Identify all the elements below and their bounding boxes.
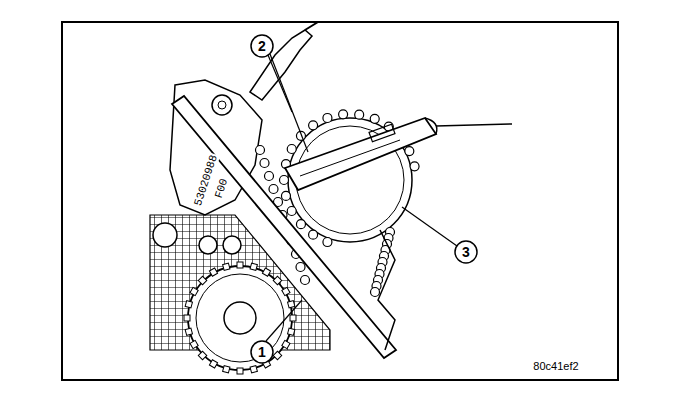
gear-tooth bbox=[282, 340, 290, 348]
chain-link bbox=[256, 146, 265, 155]
chain-link bbox=[405, 147, 414, 156]
gear-tooth bbox=[190, 340, 198, 348]
chain-link bbox=[287, 206, 296, 215]
chain-guide bbox=[172, 96, 396, 358]
gear-tooth bbox=[185, 328, 192, 335]
leader-line bbox=[266, 300, 302, 341]
gear-tooth bbox=[273, 276, 281, 284]
chain-link bbox=[281, 191, 290, 200]
chain-link bbox=[301, 276, 310, 285]
gear-tooth bbox=[209, 360, 217, 368]
gear-tooth bbox=[250, 366, 257, 373]
frame bbox=[62, 22, 618, 380]
wedge-tool bbox=[285, 118, 436, 190]
callout-circle bbox=[455, 241, 477, 263]
gear-tooth bbox=[223, 263, 230, 270]
gear-tooth bbox=[198, 276, 206, 284]
chain-link bbox=[371, 288, 380, 297]
callout-number: 3 bbox=[462, 245, 470, 259]
chain-link bbox=[339, 110, 348, 119]
callout-number: 1 bbox=[258, 345, 266, 359]
gear-tooth bbox=[288, 301, 295, 308]
gear-tooth bbox=[237, 262, 243, 268]
chain-link bbox=[260, 159, 269, 168]
chain-link bbox=[296, 220, 305, 229]
chain-link bbox=[323, 113, 332, 122]
chain-link bbox=[309, 121, 318, 130]
leader-line bbox=[268, 55, 292, 112]
gear-tooth bbox=[185, 301, 192, 308]
gear-tooth bbox=[262, 268, 270, 276]
chain-link bbox=[370, 114, 379, 123]
callout-circle bbox=[251, 35, 273, 57]
chain-link bbox=[355, 110, 364, 119]
tool-handle bbox=[436, 124, 512, 126]
figure-id: 80c41ef2 bbox=[533, 361, 578, 372]
gear-tooth bbox=[282, 287, 290, 295]
callout-number: 2 bbox=[258, 39, 266, 53]
chain-link bbox=[323, 238, 332, 247]
callout-circle bbox=[251, 341, 273, 363]
gear-tooth bbox=[273, 351, 281, 359]
gear-tooth bbox=[184, 315, 190, 321]
chain-link bbox=[410, 162, 419, 171]
gear-tooth bbox=[250, 263, 257, 270]
chain-link bbox=[287, 145, 296, 154]
gear-tooth bbox=[237, 368, 243, 374]
chain-link bbox=[280, 176, 289, 185]
gear-tooth bbox=[198, 351, 206, 359]
gear-tooth bbox=[288, 328, 295, 335]
chain-link bbox=[269, 185, 278, 194]
chain-link bbox=[296, 263, 305, 272]
crank-sprocket bbox=[184, 262, 296, 374]
chain-link bbox=[265, 172, 274, 181]
leader-line bbox=[402, 207, 457, 246]
chain-link bbox=[309, 230, 318, 239]
injector bbox=[250, 30, 312, 100]
gear-tooth bbox=[290, 315, 296, 321]
gear-tooth bbox=[209, 268, 217, 276]
gear-tooth bbox=[223, 366, 230, 373]
gear-tooth bbox=[190, 287, 198, 295]
leader-line bbox=[270, 54, 308, 152]
